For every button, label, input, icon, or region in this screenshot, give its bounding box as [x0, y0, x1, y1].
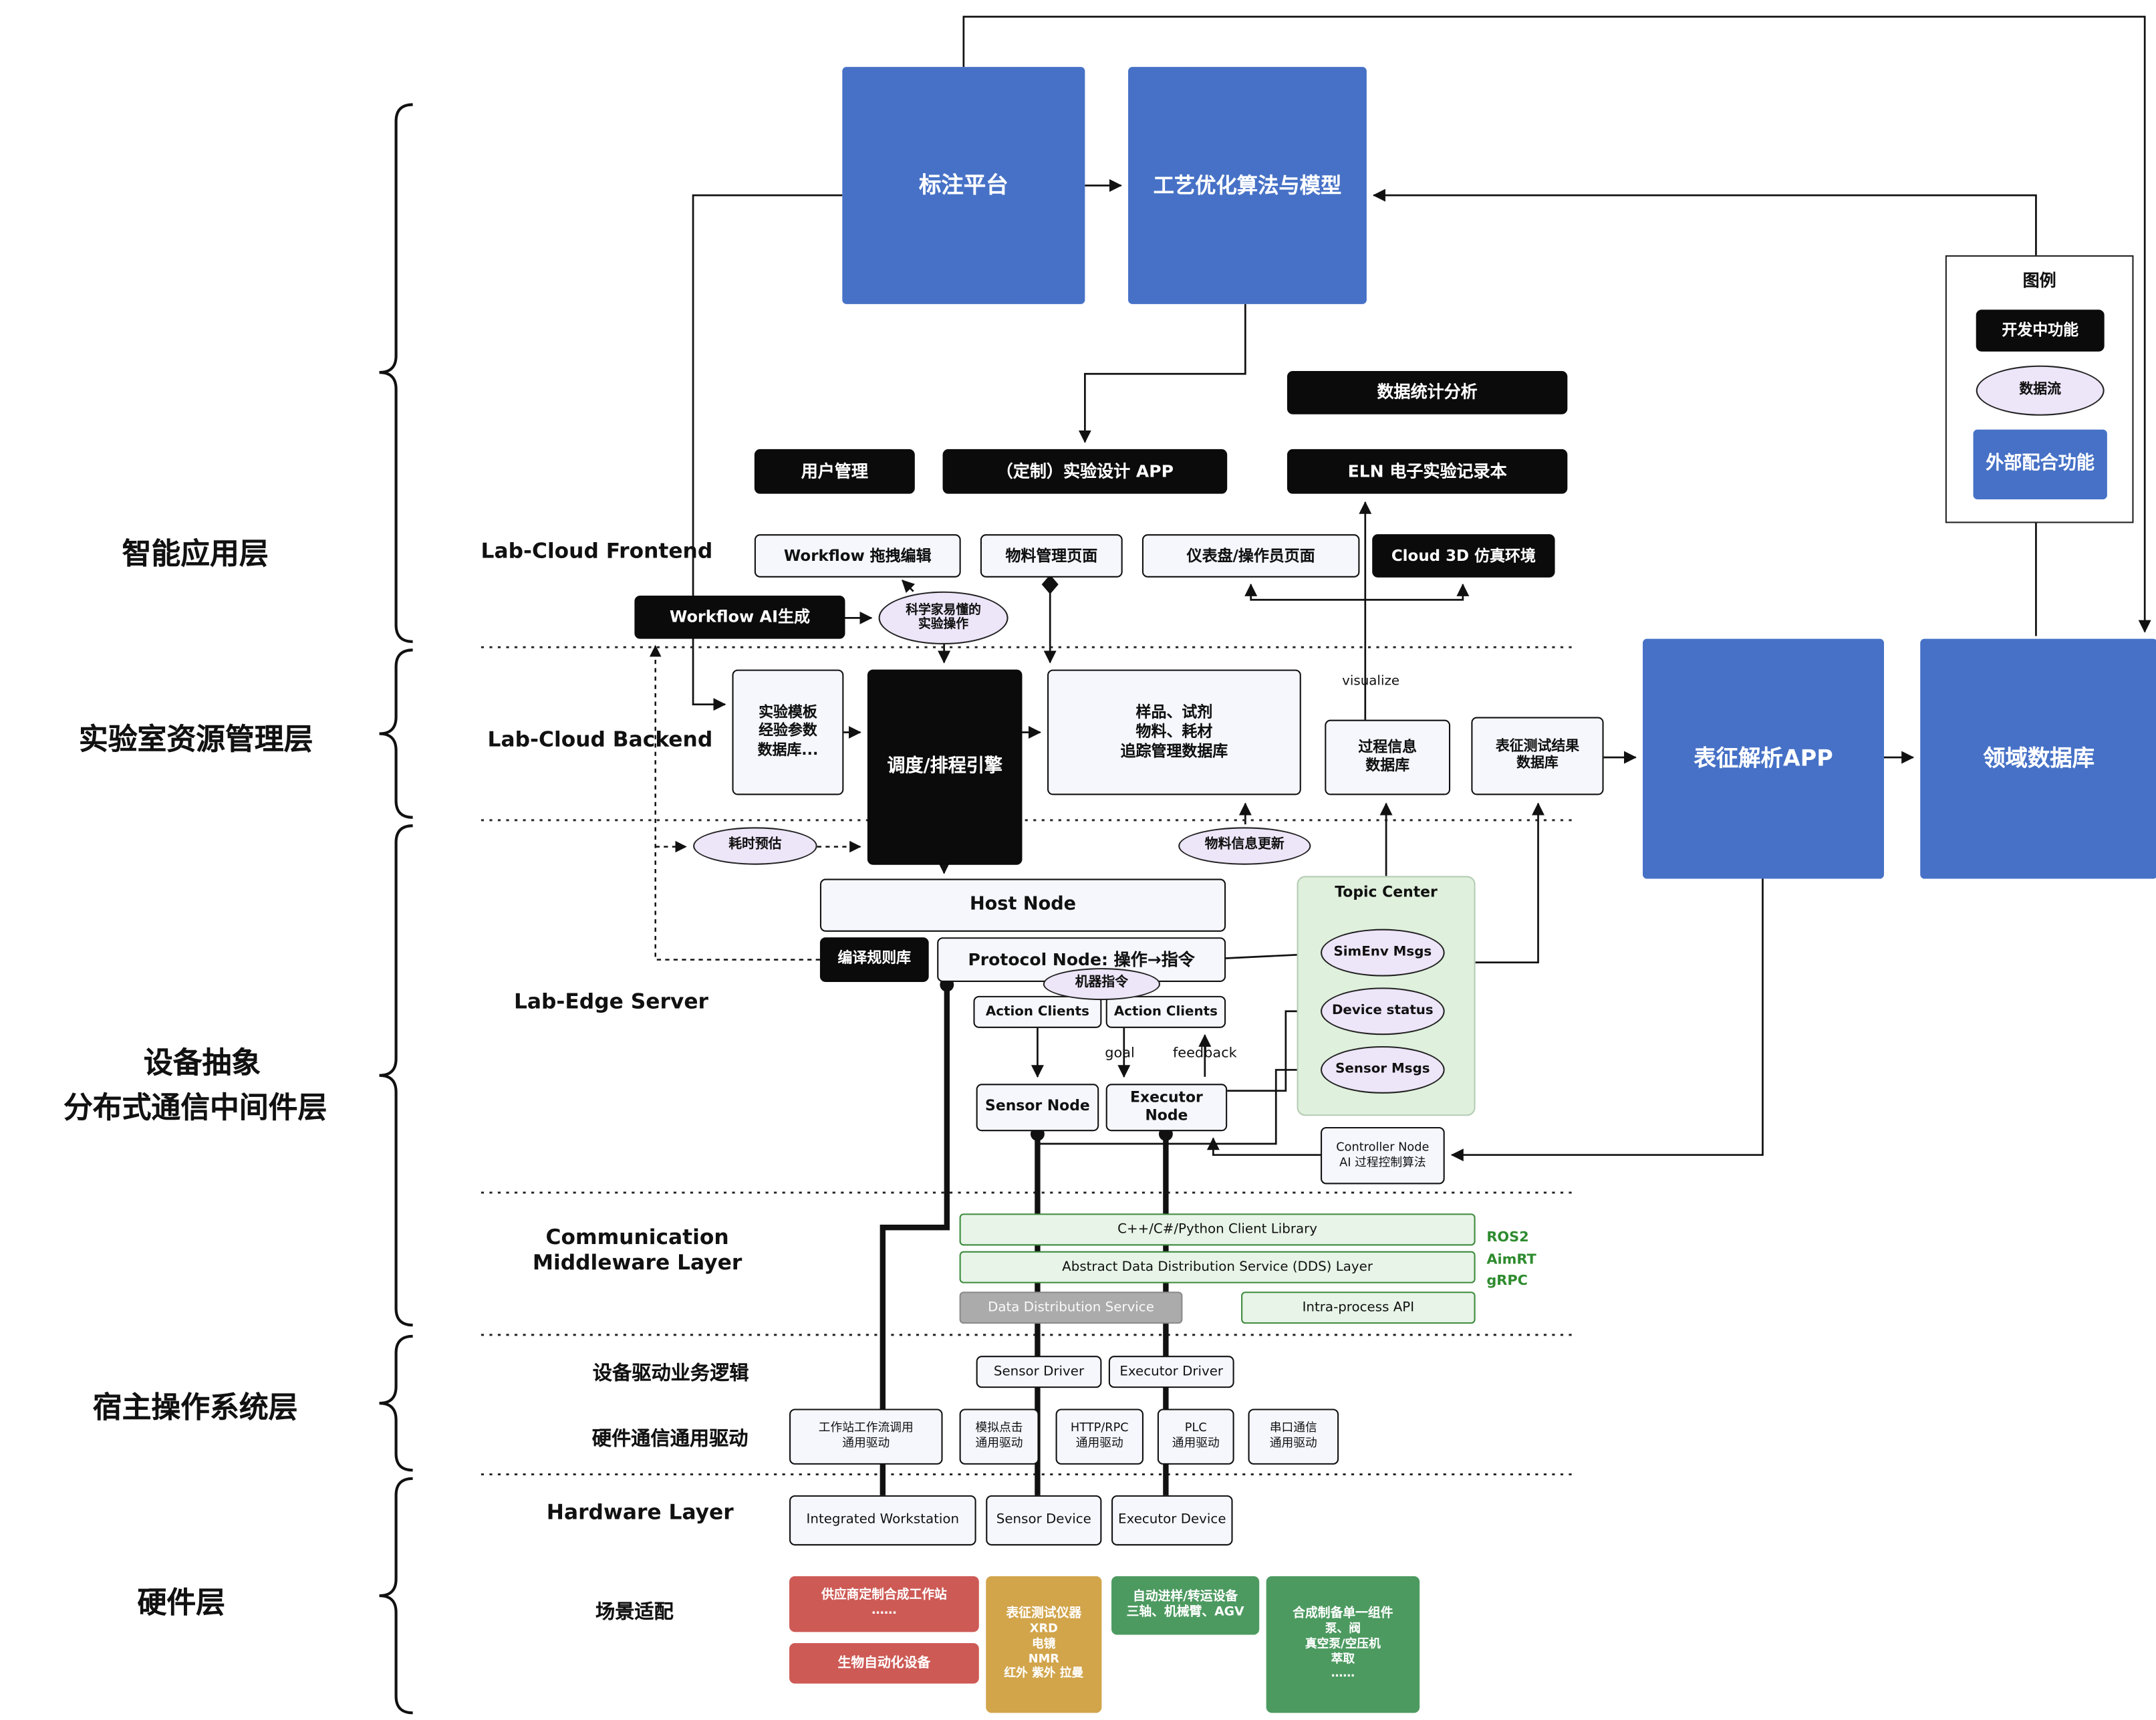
legend-title: 图例 [2022, 270, 2056, 291]
row-label-driver-logic: 设备驱动业务逻辑 [592, 1362, 749, 1385]
node-synthesis-components: 合成制备单一组件 泵、阀 真空泵/空压机 萃取 …… [1266, 1576, 1420, 1713]
bar-intra-process-api: Intra-process API [1241, 1292, 1476, 1324]
node-action-clients-1: Action Clients [973, 995, 1102, 1028]
node-driver-serial: 串口通信 通用驱动 [1248, 1408, 1339, 1465]
node-char-result-db: 表征测试结果 数据库 [1471, 717, 1604, 795]
layer-braces [379, 103, 413, 1715]
node-controller-node: Controller Node AI 过程控制算法 [1321, 1126, 1445, 1185]
node-sensor-node: Sensor Node [976, 1084, 1099, 1132]
node-process-optimization: 工艺优化算法与模型 [1128, 67, 1367, 304]
node-executor-device: Executor Device [1111, 1495, 1233, 1546]
dataflow-material-update: 物料信息更新 [1178, 827, 1311, 865]
row-label-hardware-layer: Hardware Layer [546, 1499, 734, 1525]
dataflow-machine-cmd: 机器指令 [1043, 968, 1161, 1001]
node-workflow-ai: Workflow AI生成 [634, 595, 845, 639]
node-driver-http-rpc: HTTP/RPC 通用驱动 [1055, 1408, 1144, 1465]
node-domain-database: 领域数据库 [1920, 638, 2156, 879]
node-transfer-equipment: 自动进样/转运设备 三轴、机械臂、AGV [1111, 1576, 1260, 1635]
row-label-comm-middleware: Communication Middleware Layer [532, 1225, 743, 1275]
node-scheduler-engine: 调度/排程引擎 [867, 669, 1023, 865]
dataflow-sensor-msgs: Sensor Msgs [1321, 1046, 1445, 1094]
node-data-statistics: 数据统计分析 [1287, 371, 1568, 414]
layer-label-middleware: 分布式通信中间件层 [63, 1090, 327, 1124]
label-goal: goal [1105, 1046, 1135, 1062]
node-integrated-workstation: Integrated Workstation [789, 1495, 976, 1546]
node-bio-automation: 生物自动化设备 [789, 1643, 979, 1684]
node-compile-rules: 编译规则库 [819, 937, 929, 982]
bar-client-library: C++/C#/Python Client Library [959, 1213, 1476, 1246]
node-process-info-db: 过程信息 数据库 [1325, 719, 1451, 795]
label-visualize: visualize [1342, 673, 1400, 689]
dataflow-time-estimate: 耗时预估 [693, 827, 817, 865]
node-template-db: 实验模板 经验参数 数据库... [732, 669, 844, 795]
row-label-frontend: Lab-Cloud Frontend [481, 538, 713, 564]
node-driver-workstation: 工作站工作流调用 通用驱动 [789, 1408, 943, 1465]
node-driver-click-sim: 模拟点击 通用驱动 [959, 1408, 1039, 1465]
node-driver-plc: PLC 通用驱动 [1157, 1408, 1234, 1465]
label-feedback: feedback [1172, 1046, 1237, 1062]
node-characterization-instruments: 表征测试仪器 XRD 电镜 NMR 红外 紫外 拉曼 [986, 1576, 1102, 1713]
label-middleware-stack: ROS2 AimRT gRPC [1486, 1230, 1536, 1289]
dataflow-scientist-ops: 科学家易懂的 实验操作 [878, 591, 1008, 645]
node-executor-node: Executor Node [1105, 1084, 1228, 1132]
row-label-backend: Lab-Cloud Backend [487, 727, 713, 752]
dataflow-simenv-msgs: SimEnv Msgs [1321, 929, 1445, 977]
dataflow-device-status: Device status [1321, 987, 1445, 1035]
legend-dev-feature: 开发中功能 [1976, 310, 2105, 352]
row-label-edge-server: Lab-Edge Server [513, 989, 708, 1014]
node-user-management: 用户管理 [754, 449, 915, 494]
node-material-page: 物料管理页面 [980, 534, 1123, 578]
bar-dds-layer: Abstract Data Distribution Service (DDS)… [959, 1251, 1476, 1283]
node-annotation-platform: 标注平台 [842, 67, 1085, 304]
label-topic-center: Topic Center [1335, 884, 1438, 901]
row-label-scene-adapt: 场景适配 [595, 1601, 674, 1624]
legend-dataflow: 数据流 [1976, 365, 2105, 416]
layer-label-host-os: 宿主操作系统层 [92, 1390, 298, 1425]
bar-dds-service: Data Distribution Service [959, 1292, 1183, 1324]
node-vendor-workstation: 供应商定制合成工作站 …… [789, 1576, 979, 1632]
node-custom-experiment-app: （定制）实验设计 APP [942, 449, 1228, 494]
layer-label-lab-resource: 实验室资源管理层 [78, 722, 313, 756]
layer-label-device-abstraction: 设备抽象 [143, 1046, 261, 1080]
layer-label-intelligent-app: 智能应用层 [122, 537, 269, 571]
node-sensor-driver: Sensor Driver [976, 1356, 1102, 1388]
node-eln: ELN 电子实验记录本 [1287, 449, 1568, 494]
node-action-clients-2: Action Clients [1105, 995, 1226, 1028]
node-dashboard-page: 仪表盘/操作员页面 [1141, 534, 1360, 578]
node-cloud3d-sim: Cloud 3D 仿真环境 [1372, 534, 1555, 578]
row-label-hw-comm: 硬件通信通用驱动 [591, 1428, 749, 1451]
node-host-node: Host Node [819, 878, 1226, 932]
legend-external-feature: 外部配合功能 [1973, 429, 2107, 500]
node-sample-material-db: 样品、试剂 物料、耗材 追踪管理数据库 [1047, 669, 1301, 795]
node-workflow-editor: Workflow 拖拽编辑 [754, 534, 961, 578]
node-executor-driver: Executor Driver [1108, 1356, 1234, 1388]
node-characterization-app: 表征解析APP [1643, 638, 1884, 879]
node-sensor-device: Sensor Device [986, 1495, 1102, 1546]
layer-label-hardware: 硬件层 [137, 1586, 225, 1620]
